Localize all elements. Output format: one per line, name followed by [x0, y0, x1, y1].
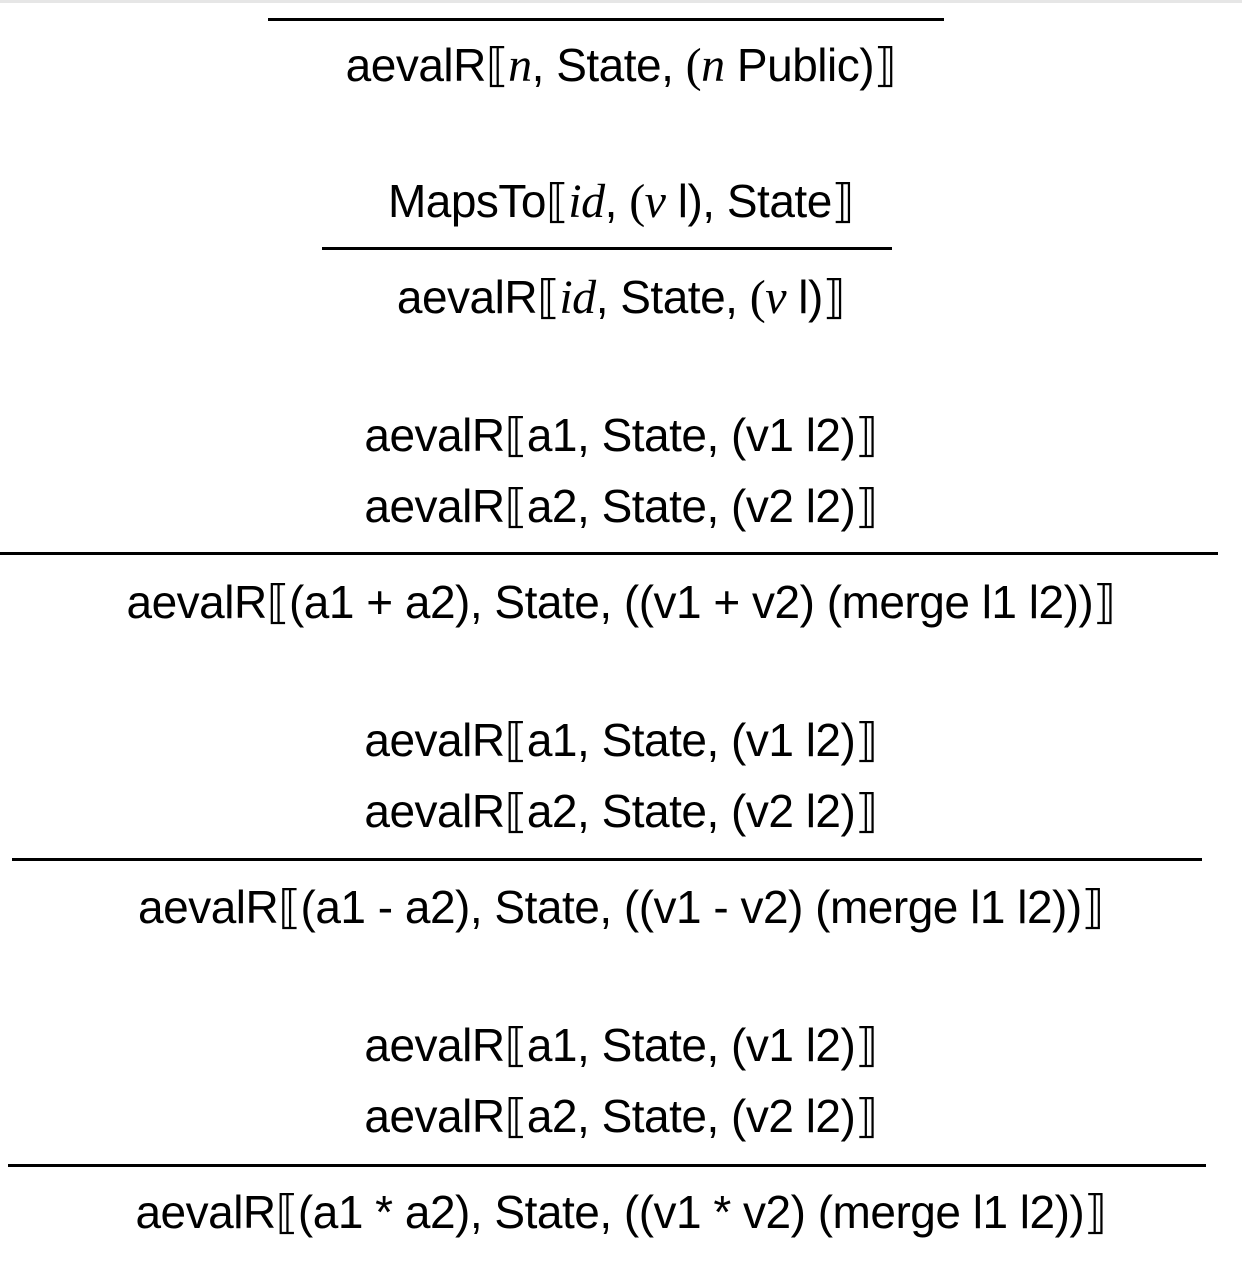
top-border [0, 0, 1242, 3]
rule-premise: aevalR⟦a1, State, (v1 l2)⟧ [364, 1019, 878, 1071]
rule-premise: aevalR⟦a2, State, (v2 l2)⟧ [364, 480, 878, 532]
rule-premise: aevalR⟦a1, State, (v1 l2)⟧ [364, 409, 878, 461]
inference-bar [8, 1164, 1206, 1167]
rule-premise: aevalR⟦a2, State, (v2 l2)⟧ [364, 1090, 878, 1142]
inference-bar [268, 18, 944, 21]
rule-conclusion: aevalR⟦(a1 * a2), State, ((v1 * v2) (mer… [135, 1186, 1107, 1238]
rule-conclusion: aevalR⟦id, State, (v l)⟧ [396, 271, 846, 324]
rule-conclusion: aevalR⟦(a1 + a2), State, ((v1 + v2) (mer… [126, 576, 1117, 628]
rule-premise: MapsTo⟦id, (v l), State⟧ [387, 175, 855, 228]
inference-bar [0, 552, 1218, 555]
rule-premise: aevalR⟦a2, State, (v2 l2)⟧ [364, 785, 878, 837]
rule-conclusion: aevalR⟦(a1 - a2), State, ((v1 - v2) (mer… [138, 881, 1104, 933]
rule-conclusion: aevalR⟦n, State, (n Public)⟧ [345, 39, 897, 92]
inference-bar [322, 247, 892, 250]
inference-bar [12, 858, 1202, 861]
rule-premise: aevalR⟦a1, State, (v1 l2)⟧ [364, 714, 878, 766]
